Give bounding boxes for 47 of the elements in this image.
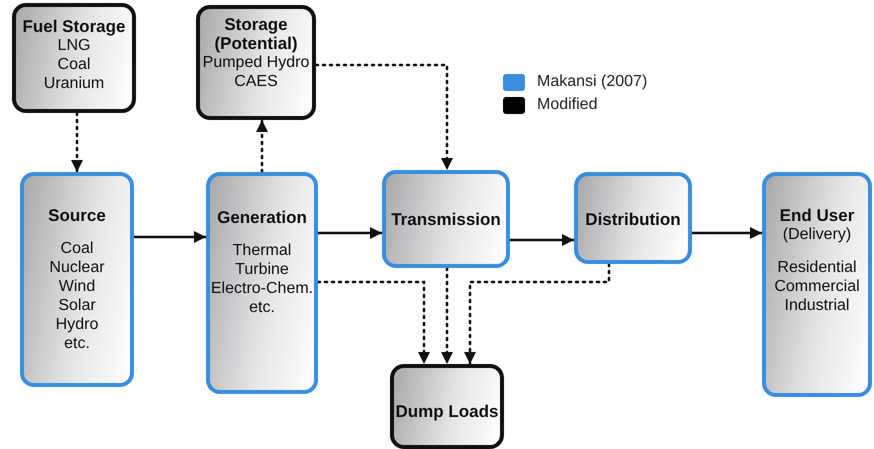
- node-item: Industrial: [784, 296, 850, 315]
- node-heading: Generation: [217, 208, 307, 227]
- node-heading: End User: [780, 206, 854, 225]
- node-item: etc.: [249, 298, 275, 317]
- node-heading: Fuel Storage: [22, 17, 126, 36]
- process-box: [762, 172, 872, 397]
- arrow: [318, 227, 382, 239]
- node-item: Coal: [60, 239, 94, 258]
- arrow: [314, 64, 453, 172]
- arrow: [71, 112, 83, 174]
- node-item: Solar: [58, 296, 96, 315]
- process-box: [12, 3, 136, 113]
- process-box: [206, 172, 318, 394]
- process-box: [390, 364, 504, 449]
- node-item: (Delivery): [782, 225, 852, 244]
- node-item: etc.: [64, 334, 90, 353]
- arrow: [134, 231, 206, 243]
- legend-label: Makansi (2007): [537, 73, 648, 91]
- arrow: [441, 266, 453, 366]
- process-box: [382, 170, 510, 268]
- arrow: [510, 234, 574, 246]
- node-item: Electro-Chem.: [210, 279, 314, 298]
- arrow: [316, 280, 430, 366]
- process-box: [574, 172, 692, 264]
- arrow: [464, 262, 610, 366]
- arrow: [692, 227, 762, 239]
- node-heading: Storage (Potential): [213, 15, 299, 53]
- node-heading: Source: [48, 206, 106, 225]
- process-box: [20, 172, 134, 387]
- node-heading: Transmission: [391, 210, 501, 229]
- node-heading: Dump Loads: [396, 402, 498, 421]
- legend-label: Modified: [537, 96, 598, 114]
- node-item: LNG: [58, 36, 90, 55]
- node-item: Hydro: [56, 315, 98, 334]
- node-item: Turbine: [235, 260, 289, 279]
- node-item: Pumped Hydro: [202, 53, 310, 72]
- node-item: Uranium: [44, 74, 104, 93]
- node-item: Wind: [58, 277, 96, 296]
- node-item: CAES: [234, 72, 278, 91]
- node-item: Thermal: [232, 241, 292, 260]
- node-item: Nuclear: [49, 258, 105, 277]
- node-item: Commercial: [774, 277, 860, 296]
- process-box: [196, 5, 316, 120]
- arrow: [256, 118, 268, 174]
- node-item: Residential: [777, 258, 857, 277]
- node-item: Coal: [58, 55, 90, 74]
- node-heading: Distribution: [585, 210, 681, 229]
